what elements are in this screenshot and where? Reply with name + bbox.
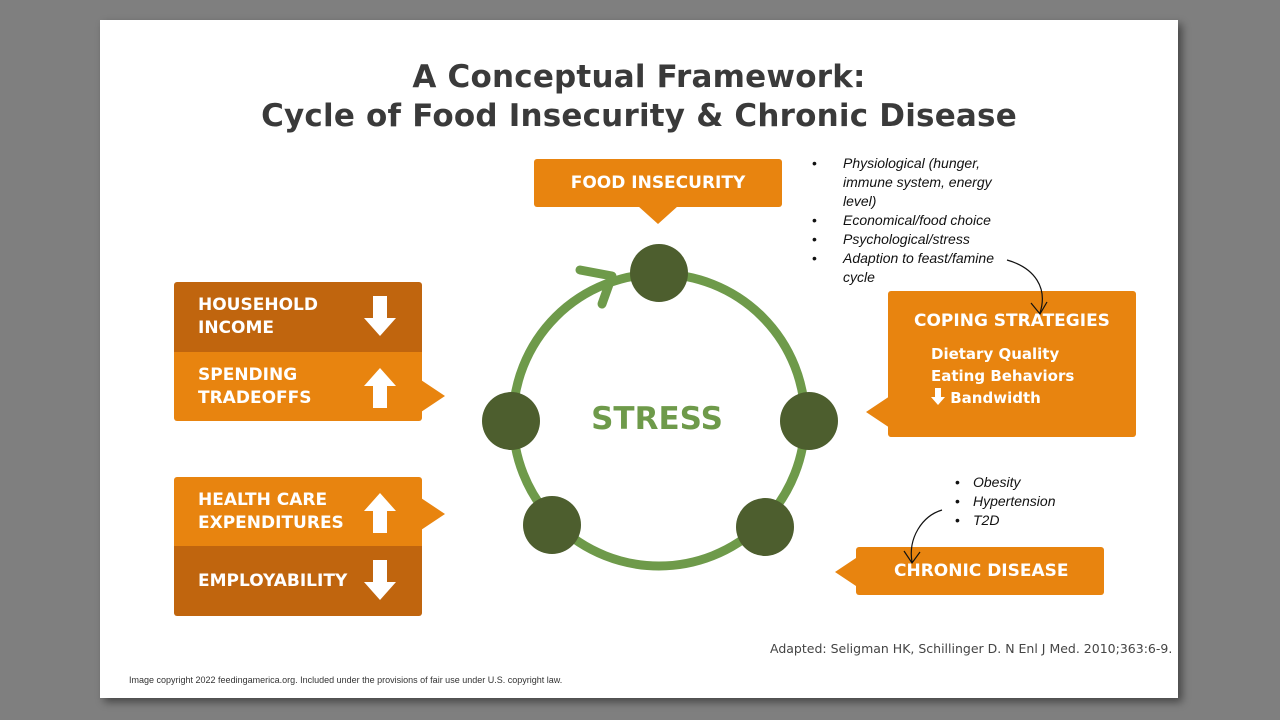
chronic-notes-list: Obesity Hypertension T2D bbox=[955, 473, 1095, 530]
title-line-2: Cycle of Food Insecurity & Chronic Disea… bbox=[261, 98, 1017, 134]
copyright-notice: Image copyright 2022 feedingamerica.org.… bbox=[129, 675, 563, 685]
cycle-node-left bbox=[482, 392, 540, 450]
coping-pointer bbox=[866, 396, 890, 428]
employability-label: EMPLOYABILITY bbox=[198, 570, 348, 591]
cycle-node-bottom-left bbox=[523, 496, 581, 554]
note-item: Adaption to feast/famine cycle bbox=[812, 249, 1012, 287]
cycle-node-top bbox=[630, 244, 688, 302]
stress-cycle-diagram: STRESS bbox=[482, 244, 838, 571]
spending-tradeoffs-box: SPENDING TRADEOFFS bbox=[174, 352, 422, 421]
arrow-up-icon bbox=[364, 492, 396, 533]
health-care-box: HEALTH CARE EXPENDITURES bbox=[174, 477, 422, 546]
coping-item-bandwidth: Bandwidth bbox=[931, 387, 1136, 409]
arrow-down-icon bbox=[931, 388, 945, 405]
coping-item: Eating Behaviors bbox=[931, 367, 1075, 385]
food-insecurity-label: FOOD INSECURITY bbox=[570, 173, 746, 193]
slide-title: A Conceptual Framework: Cycle of Food In… bbox=[100, 58, 1178, 136]
arrow-down-icon bbox=[364, 560, 396, 600]
spending-tradeoffs-label: SPENDING TRADEOFFS bbox=[198, 364, 312, 408]
citation: Adapted: Seligman HK, Schillinger D. N E… bbox=[770, 641, 1173, 656]
coping-notes-list: Physiological (hunger, immune system, en… bbox=[812, 154, 1012, 287]
household-income-label: HOUSEHOLD INCOME bbox=[198, 295, 318, 338]
coping-item: Dietary Quality bbox=[931, 345, 1060, 363]
center-label: STRESS bbox=[591, 401, 723, 437]
chronic-disease-box: CHRONIC DISEASE bbox=[856, 547, 1104, 595]
health-care-pointer bbox=[421, 498, 445, 530]
coping-strategies-list: Dietary Quality Eating Behaviors Bandwid… bbox=[914, 343, 1136, 409]
note-item: Economical/food choice bbox=[812, 211, 1012, 230]
arrow-up-icon bbox=[364, 367, 396, 408]
coping-strategies-box: COPING STRATEGIES Dietary Quality Eating… bbox=[888, 291, 1136, 437]
chronic-disease-pointer bbox=[835, 556, 859, 588]
coping-item-label: Bandwidth bbox=[950, 389, 1041, 407]
note-item: Physiological (hunger, immune system, en… bbox=[812, 154, 1012, 211]
arrow-down-icon bbox=[364, 296, 396, 336]
coping-strategies-title: COPING STRATEGIES bbox=[914, 311, 1110, 331]
chronic-disease-label: CHRONIC DISEASE bbox=[894, 561, 1069, 581]
spending-pointer bbox=[421, 380, 445, 412]
food-insecurity-box: FOOD INSECURITY bbox=[534, 159, 782, 207]
cycle-node-bottom-right bbox=[736, 498, 794, 556]
health-care-label: HEALTH CARE EXPENDITURES bbox=[198, 489, 344, 533]
food-insecurity-pointer bbox=[638, 206, 678, 224]
household-income-box: HOUSEHOLD INCOME bbox=[174, 282, 422, 352]
cycle-arrowhead bbox=[575, 265, 617, 309]
slide: A Conceptual Framework: Cycle of Food In… bbox=[100, 20, 1178, 698]
cycle-node-right bbox=[780, 392, 838, 450]
title-line-1: A Conceptual Framework: bbox=[412, 59, 866, 95]
note-item: T2D bbox=[955, 511, 1095, 530]
note-item: Obesity bbox=[955, 473, 1095, 492]
note-item: Psychological/stress bbox=[812, 230, 1012, 249]
employability-box: EMPLOYABILITY bbox=[174, 546, 422, 616]
note-item: Hypertension bbox=[955, 492, 1095, 511]
